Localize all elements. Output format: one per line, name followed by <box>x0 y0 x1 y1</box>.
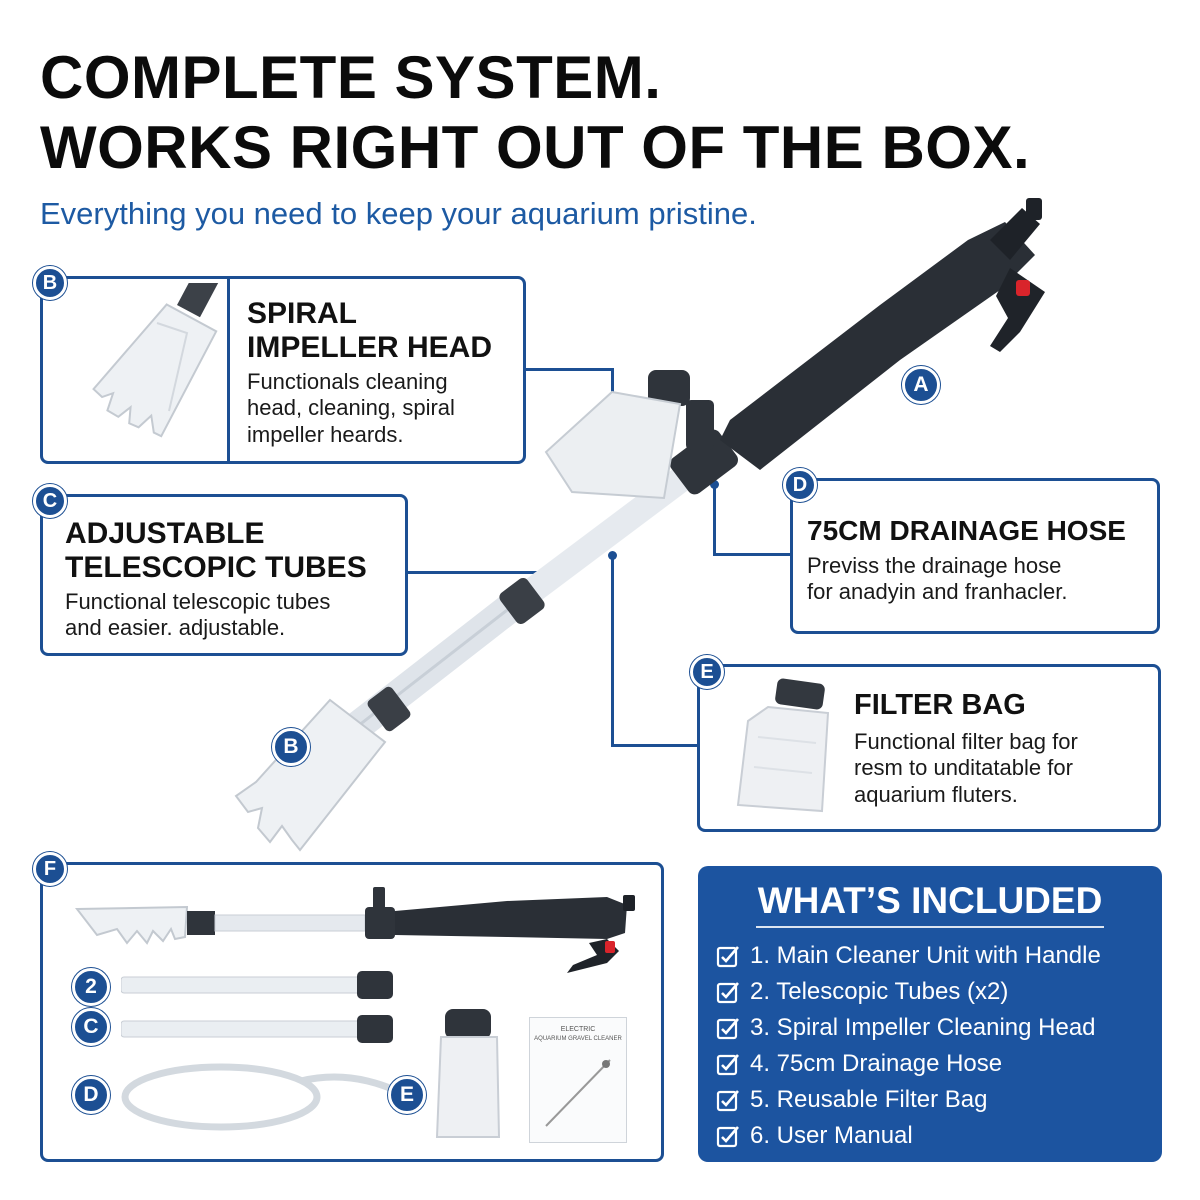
badge-f: F <box>33 852 67 886</box>
filter-bag-image <box>736 678 830 813</box>
leader-line-c <box>407 571 549 574</box>
kit-main-unit-image <box>74 887 635 973</box>
badge-c: C <box>33 484 67 518</box>
kit-user-manual: ELECTRIC AQUARIUM GRAVEL CLEANER <box>529 1017 627 1143</box>
included-item: 3. Spiral Impeller Cleaning Head <box>716 1010 1101 1046</box>
callout-e-description: Functional filter bag for resm to undita… <box>854 729 1078 807</box>
whats-included-title: WHAT’S INCLUDED <box>757 880 1103 921</box>
included-item-text: 1. Main Cleaner Unit with Handle <box>750 942 1101 969</box>
manual-line-2: AQUARIUM GRAVEL CLEANER <box>534 1036 622 1042</box>
kit-label-hose: D <box>72 1076 110 1114</box>
callout-c-description: Functional telescopic tubes and easier. … <box>65 589 331 641</box>
callout-b-description: Functionals cleaning head, cleaning, spi… <box>247 369 455 447</box>
callout-d-description: Previss the drainage hose for anadyin an… <box>807 553 1068 605</box>
leader-line-d-h <box>713 553 790 556</box>
included-item: 4. 75cm Drainage Hose <box>716 1046 1101 1082</box>
callout-telescopic-tubes: ADJUSTABLE TELESCOPIC TUBES Functional t… <box>40 494 408 656</box>
checkbox-checked-icon <box>716 1126 739 1148</box>
leader-dot-d <box>710 480 719 489</box>
kit-filter-bag <box>435 1009 501 1138</box>
included-item: 2. Telescopic Tubes (x2) <box>716 974 1101 1010</box>
leader-line-d-v <box>713 485 716 555</box>
included-item: 1. Main Cleaner Unit with Handle <box>716 938 1101 974</box>
headline-line-2: WORKS RIGHT OUT OF THE BOX. <box>40 114 1031 181</box>
whats-included-divider <box>756 926 1104 928</box>
checkbox-checked-icon <box>716 982 739 1004</box>
impeller-head-image <box>92 283 219 438</box>
leader-line-e-h <box>611 744 699 747</box>
kit-label-tube-1: 2 <box>72 968 110 1006</box>
manual-line-1: ELECTRIC <box>560 1026 596 1033</box>
kit-telescopic-tube-1 <box>121 971 393 999</box>
product-label-a: A <box>902 366 940 404</box>
included-item: 6. User Manual <box>716 1118 1101 1154</box>
callout-c-title: ADJUSTABLE TELESCOPIC TUBES <box>65 517 367 584</box>
callout-d-title: 75CM DRAINAGE HOSE <box>807 515 1126 546</box>
headline-subtitle: Everything you need to keep your aquariu… <box>40 196 757 231</box>
leader-line-e-v <box>611 556 614 746</box>
included-item-text: 2. Telescopic Tubes (x2) <box>750 978 1009 1005</box>
gravel-cleaner-product-image <box>234 198 1045 852</box>
callout-e-title: FILTER BAG <box>854 689 1026 721</box>
kit-label-bag: E <box>388 1076 426 1114</box>
badge-b: B <box>33 266 67 300</box>
kit-contents-panel: ELECTRIC AQUARIUM GRAVEL CLEANER <box>40 862 664 1162</box>
callout-spiral-impeller-head: SPIRAL IMPELLER HEAD Functionals cleanin… <box>40 276 526 464</box>
whats-included-list: 1. Main Cleaner Unit with Handle 2. Tele… <box>716 938 1101 1154</box>
leader-dot-e <box>608 551 617 560</box>
callout-drainage-hose: 75CM DRAINAGE HOSE Previss the drainage … <box>790 478 1160 634</box>
included-item: 5. Reusable Filter Bag <box>716 1082 1101 1118</box>
kit-telescopic-tube-2 <box>121 1015 393 1043</box>
included-item-text: 3. Spiral Impeller Cleaning Head <box>750 1014 1096 1041</box>
leader-line-b-drop <box>611 368 614 398</box>
checkbox-checked-icon <box>716 946 739 968</box>
checkbox-checked-icon <box>716 1054 739 1076</box>
included-item-text: 6. User Manual <box>750 1122 913 1149</box>
callout-b-title: SPIRAL IMPELLER HEAD <box>247 297 493 364</box>
whats-included-panel: WHAT’S INCLUDED 1. Main Cleaner Unit wit… <box>698 866 1162 1162</box>
manual-illustration <box>545 1059 611 1127</box>
kit-drainage-hose <box>121 1063 415 1131</box>
callout-filter-bag: FILTER BAG Functional filter bag for res… <box>697 664 1161 832</box>
headline-line-1: COMPLETE SYSTEM. <box>40 44 662 111</box>
product-label-b: B <box>272 728 310 766</box>
included-item-text: 4. 75cm Drainage Hose <box>750 1050 1003 1077</box>
checkbox-checked-icon <box>716 1018 739 1040</box>
badge-d: D <box>783 468 817 502</box>
kit-label-tube-2: C <box>72 1008 110 1046</box>
included-item-text: 5. Reusable Filter Bag <box>750 1086 988 1113</box>
badge-e: E <box>690 655 724 689</box>
checkbox-checked-icon <box>716 1090 739 1112</box>
leader-line-b <box>524 368 614 371</box>
